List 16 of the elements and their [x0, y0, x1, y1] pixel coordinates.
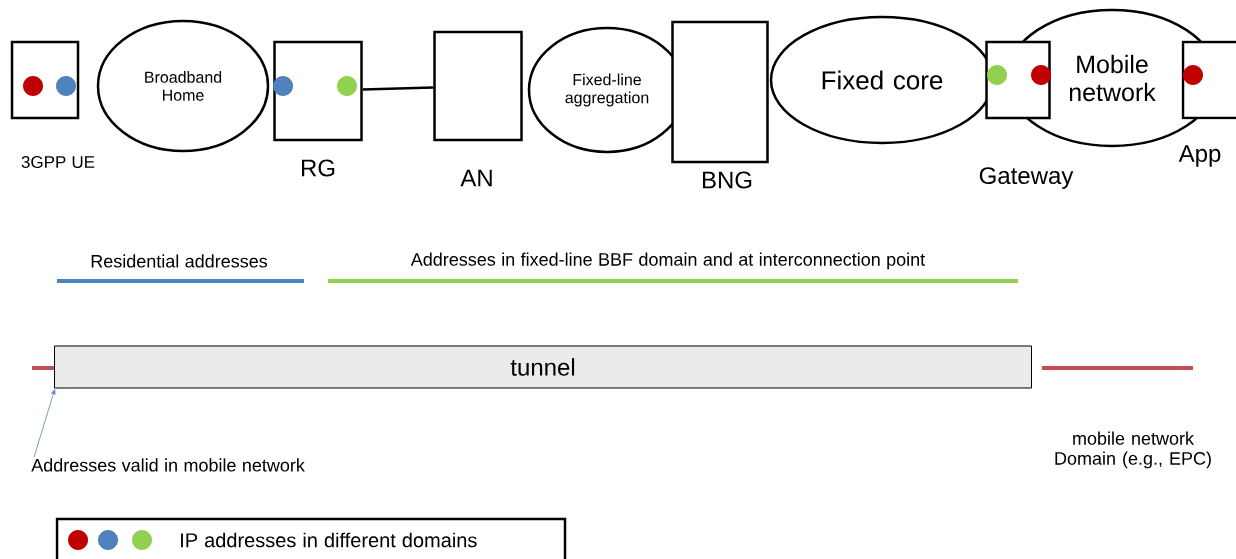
- domain-label: Residential addresses: [91, 254, 268, 268]
- node-label: BNG: [702, 171, 752, 189]
- domain-label: mobile network Domain (e.g., EPC): [1055, 431, 1211, 469]
- domain-label: Addresses in fixed-line BBF domain and at interconnection point: [410, 252, 926, 270]
- node-label: 3GPP UE: [21, 155, 95, 169]
- tunnel-bar: tunnel: [54, 345, 1032, 389]
- link-line: [362, 86, 434, 91]
- device-box: AN: [433, 30, 523, 187]
- leader-line: [33, 389, 56, 458]
- device-box: RG: [273, 40, 363, 177]
- node-label: App: [1178, 145, 1221, 167]
- legend-box: IP addresses in different domains: [55, 517, 567, 559]
- note-text: Addresses valid in mobile network: [31, 458, 305, 472]
- node-label: Gateway: [979, 167, 1074, 189]
- node-label: RG: [301, 159, 335, 177]
- node-label: AN: [460, 169, 492, 187]
